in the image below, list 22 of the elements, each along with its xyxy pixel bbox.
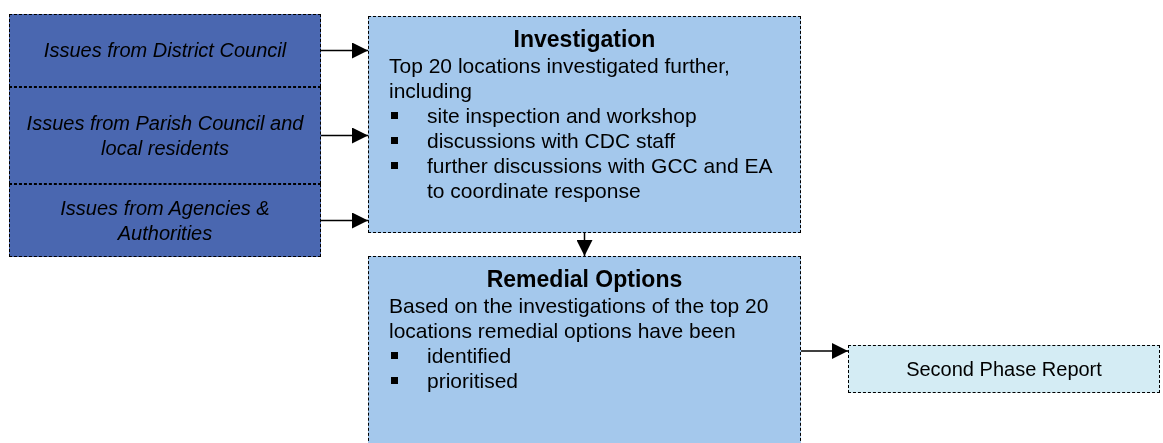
source-box — [9, 184, 321, 257]
bullet-item: site inspection and workshop — [389, 103, 780, 128]
heading: Investigation — [512, 25, 657, 53]
heading: Remedial Options — [485, 265, 684, 293]
arrow — [320, 42, 369, 59]
source-box — [9, 87, 321, 184]
bullet-item: identified — [389, 343, 780, 368]
node-label: Issues from Parish Council and local residents — [25, 110, 305, 161]
arrow — [320, 212, 369, 229]
node-label: Issues from District Council — [43, 38, 287, 63]
arrow — [800, 343, 849, 359]
arrow — [576, 232, 593, 257]
bullet-item: prioritised — [389, 368, 780, 393]
output-box — [848, 345, 1160, 393]
node-label: Issues from Agencies & Authorities — [59, 195, 271, 246]
bullet-item: discussions with CDC staff — [389, 128, 780, 153]
source-box — [9, 14, 321, 87]
bullet-item: further discussions with GCC and EA to coordinate response — [389, 153, 780, 203]
node-label: Second Phase Report — [906, 357, 1102, 381]
process-box — [368, 256, 801, 443]
arrow — [320, 127, 369, 144]
process-box — [368, 16, 801, 233]
